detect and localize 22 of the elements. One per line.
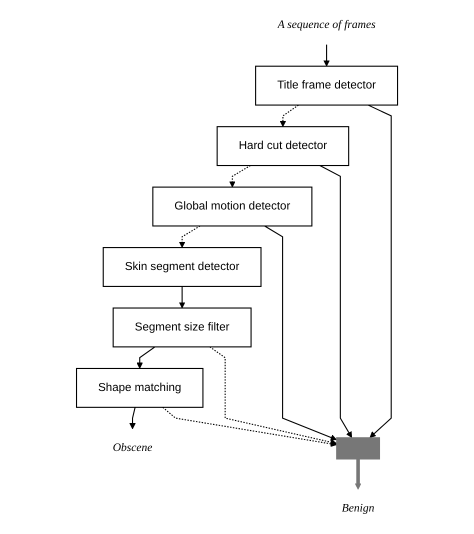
arrow	[280, 104, 299, 127]
arrow	[229, 165, 251, 188]
arrow	[178, 286, 186, 308]
arrow	[129, 407, 136, 430]
arrow	[209, 346, 337, 446]
node-text: Benign	[342, 502, 374, 515]
node-box: Shape matching	[76, 368, 204, 408]
arrow	[320, 165, 352, 438]
node-box: Segment size filter	[112, 307, 252, 348]
arrow	[178, 226, 200, 248]
arrow	[323, 44, 330, 66]
arrow	[368, 104, 392, 438]
node-box: Hard cut detector	[216, 126, 350, 166]
node-text: Obscene	[112, 442, 152, 454]
node-box: Title frame detector	[255, 66, 398, 106]
node-bar	[336, 437, 380, 460]
arrow	[162, 406, 337, 447]
arrow	[136, 346, 156, 369]
arrow	[264, 226, 337, 441]
arrow	[354, 459, 362, 490]
node-box: Global motion detector	[152, 186, 312, 227]
node-box: Skin segment detector	[102, 247, 262, 287]
